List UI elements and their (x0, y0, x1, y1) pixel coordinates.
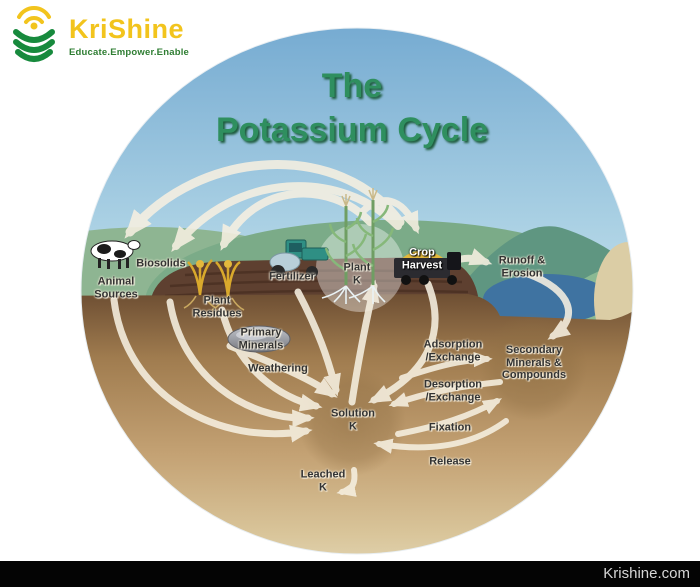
arrow-weathering (226, 342, 338, 398)
arrow-harvest-to-solution (367, 280, 439, 404)
arrow-plant-to-harvest (358, 197, 420, 235)
label-solution-k: Solution K (331, 407, 375, 432)
krishine-logo-icon (13, 6, 55, 62)
label-leached-k: Leached K (300, 468, 346, 493)
label-animal-sources: Animal Sources (94, 275, 138, 300)
arrow-adsorption (399, 351, 493, 381)
arrow-plant-to-residues (220, 189, 374, 251)
plant-halo (316, 224, 404, 312)
label-runoff-erosion: Runoff & Erosion (498, 254, 546, 279)
label-primary-minerals: Primary Minerals (238, 326, 284, 351)
brand-tagline: Educate.Empower.Enable (69, 47, 190, 58)
diagram-title: The Potassium Cycle (215, 66, 489, 149)
tractor-icon (269, 239, 329, 279)
arrow-fixation (395, 398, 503, 437)
label-fixation: Fixation (428, 421, 472, 434)
label-biosolids: Biosolids (136, 257, 186, 270)
lake (483, 274, 611, 324)
circle-rim (80, 27, 634, 555)
label-adsorption: Adsorption /Exchange (423, 338, 483, 363)
arrow-runoff-to-secondary (524, 270, 573, 340)
brand-name: KriShine (69, 14, 185, 44)
krishine-logo: KriShine Educate.Empower.Enable (8, 6, 189, 64)
footer-bar: Krishine.com (0, 561, 700, 587)
primary-minerals-rock-icon (227, 325, 291, 353)
arrow-release (373, 418, 509, 454)
footer-site: Krishine.com (603, 565, 690, 582)
label-plant-residues: Plant Residues (192, 294, 242, 319)
arrow-leached (336, 467, 358, 497)
label-secondary-minerals: Secondary Minerals & Compounds (501, 344, 567, 382)
arrow-residues-to-solution (218, 306, 323, 412)
label-fertilizer: Fertilizer (269, 270, 315, 283)
label-plant-k: Plant K (343, 261, 371, 286)
secondary-minerals-pool (479, 313, 587, 421)
plant-residues-icon (183, 259, 245, 311)
label-weathering: Weathering (248, 362, 308, 375)
label-release: Release (429, 455, 471, 468)
corn-plants-icon (321, 188, 395, 304)
label-desorption: Desorption /Exchange (423, 378, 483, 403)
arrow-desorption (388, 379, 503, 407)
arrow-solution-to-plant (348, 279, 380, 406)
arrow-biosolids-to-solution (166, 298, 315, 428)
label-crop-harvest: Crop Harvest (401, 246, 443, 271)
harvest-truck-icon (394, 250, 461, 285)
arrow-animal-to-solution (110, 296, 313, 443)
cow-icon (90, 240, 141, 269)
